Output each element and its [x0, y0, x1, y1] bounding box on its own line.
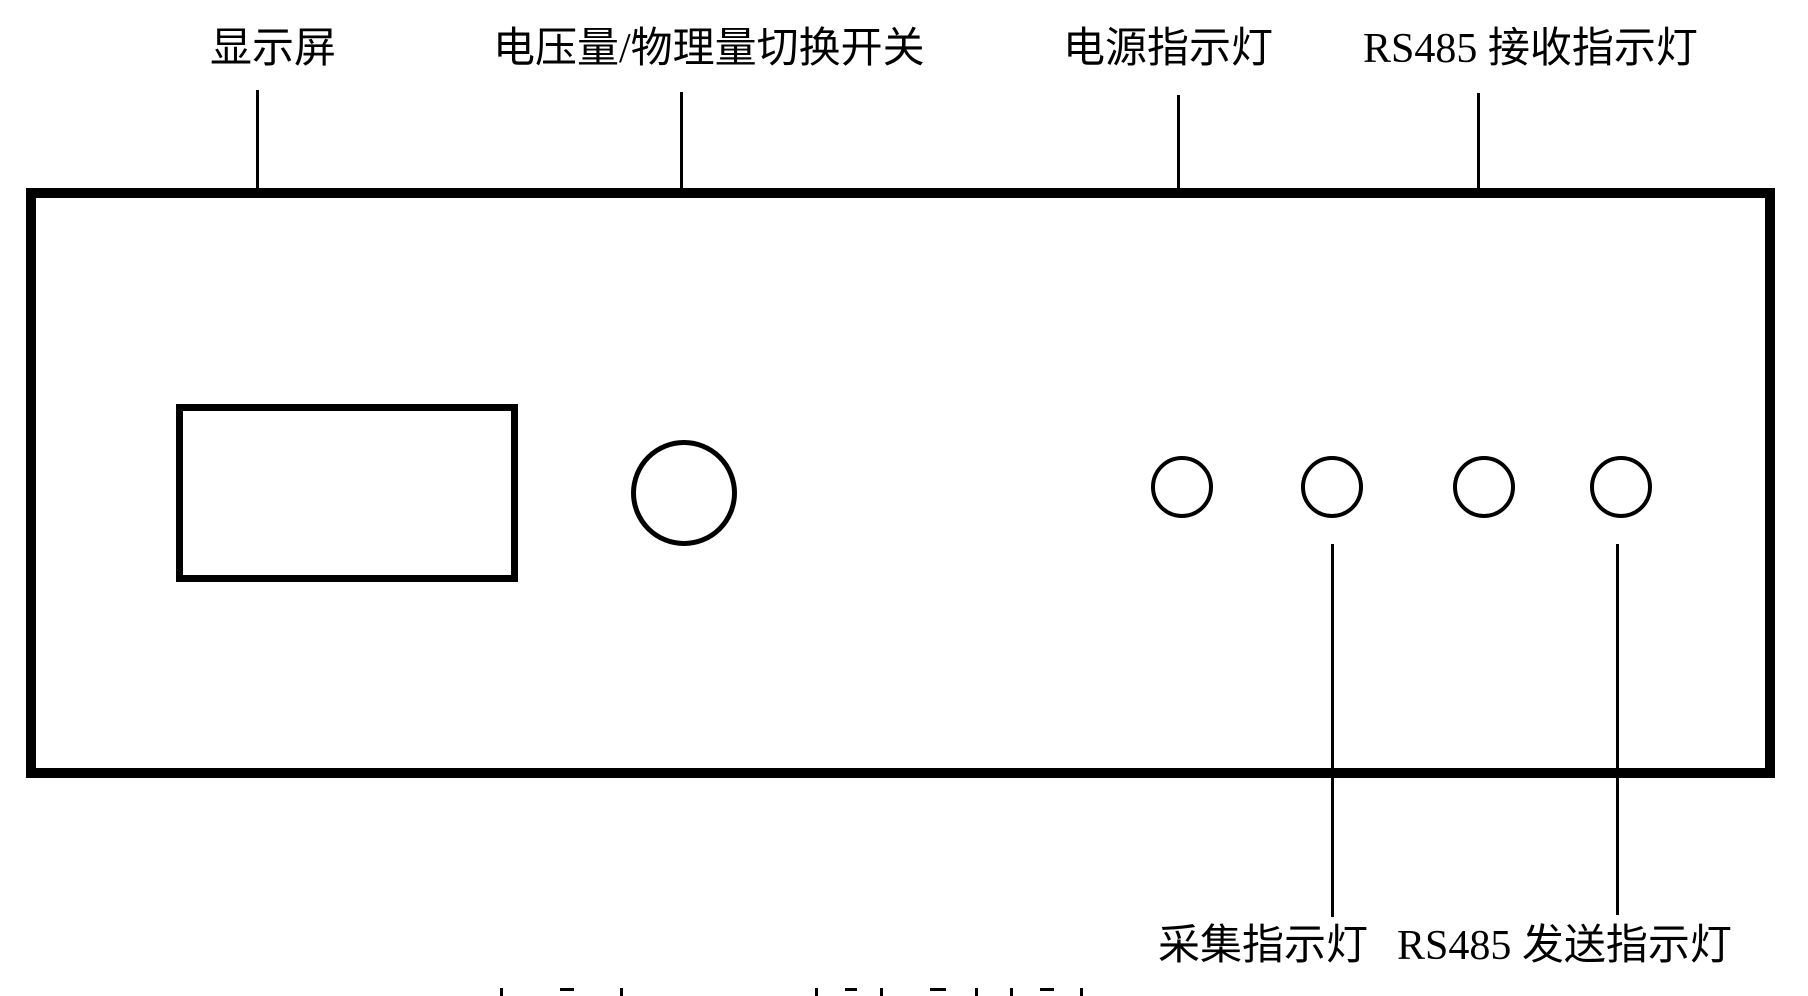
label-rs485-send-indicator: RS485 发送指示灯 — [1397, 923, 1732, 969]
label-power-indicator: 电源指示灯 — [1063, 26, 1274, 72]
display-screen-rectangle — [176, 404, 518, 582]
caption-fragment — [0, 984, 1808, 996]
label-display-screen: 显示屏 — [210, 26, 337, 72]
voltage-physical-switch-knob — [631, 440, 737, 546]
leader-line-collect-indicator — [1331, 544, 1334, 917]
label-collect-indicator: 采集指示灯 — [1158, 923, 1369, 969]
leader-line-rs485-send — [1616, 544, 1619, 915]
power-led — [1151, 456, 1213, 518]
rs485-receive-led — [1453, 456, 1515, 518]
rs485-send-led — [1590, 456, 1652, 518]
collect-led — [1301, 456, 1363, 518]
label-rs485-receive-indicator: RS485 接收指示灯 — [1363, 26, 1698, 72]
label-voltage-physical-switch: 电压量/物理量切换开关 — [493, 26, 925, 72]
